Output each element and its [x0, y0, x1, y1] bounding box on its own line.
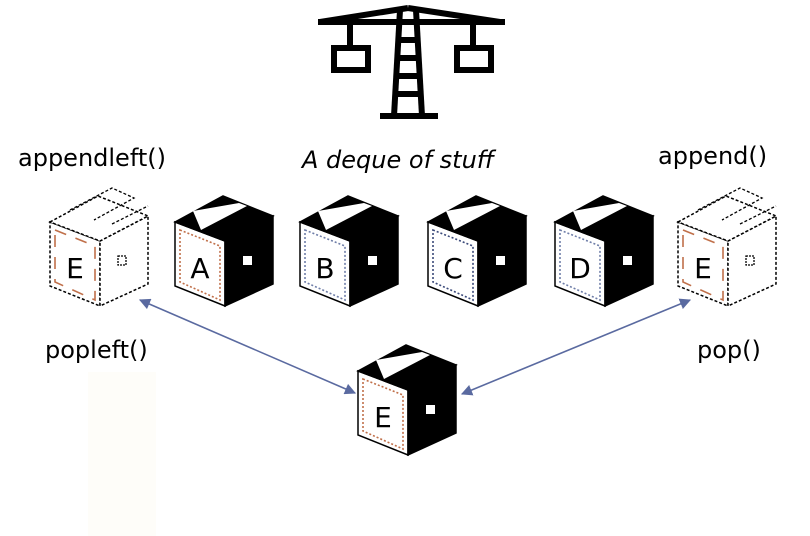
deque-box-6: E — [676, 187, 778, 308]
deque-box-5: D — [553, 195, 655, 308]
deque-box-3: B — [298, 195, 400, 308]
popped-box-letter: E — [374, 401, 392, 434]
deque-box-6-letter: E — [694, 252, 712, 285]
crane-icon — [318, 5, 505, 119]
deque-box-2-letter: A — [190, 252, 209, 285]
deque-box-4-letter: C — [443, 252, 463, 285]
popleft-label: popleft() — [45, 336, 148, 364]
deque-box-1: E — [48, 187, 150, 308]
appendleft-label: appendleft() — [18, 144, 166, 172]
deque-box-1-letter: E — [66, 252, 84, 285]
popped-box: E — [356, 344, 458, 457]
deque-box-2: A — [173, 195, 275, 308]
deque-box-4: C — [426, 195, 528, 308]
pop-arrow — [460, 298, 692, 396]
popleft-arrow — [138, 298, 357, 395]
pop-label: pop() — [697, 336, 761, 364]
deque-box-3-letter: B — [315, 252, 334, 285]
append-label: append() — [658, 142, 768, 170]
diagram-title: A deque of stuff — [302, 146, 495, 174]
deque-box-5-letter: D — [569, 252, 591, 285]
faint-background-patch — [88, 372, 156, 536]
